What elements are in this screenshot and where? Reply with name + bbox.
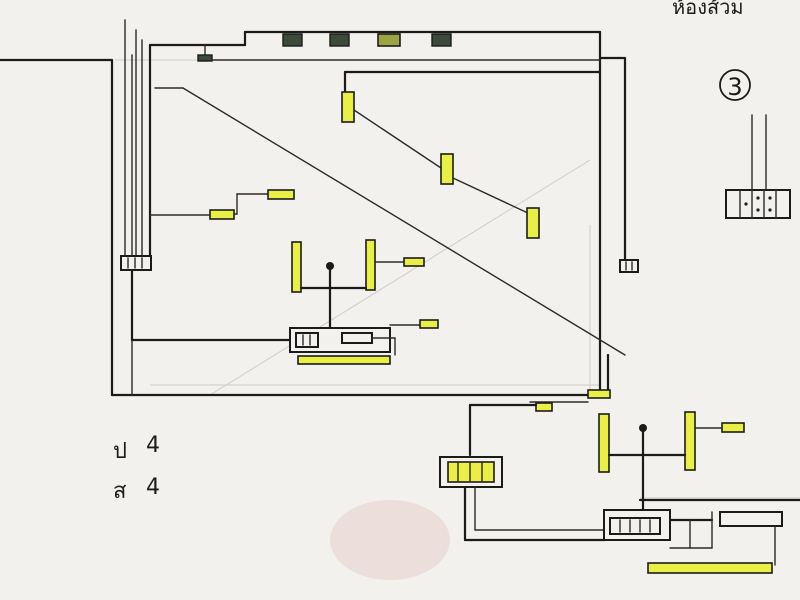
note-1-value: 4 bbox=[146, 433, 160, 458]
room-number-circle bbox=[719, 69, 751, 101]
center-fixtures bbox=[291, 239, 439, 332]
outlet-box-center bbox=[295, 332, 319, 348]
wall-panel-right bbox=[619, 259, 639, 273]
fixture-counter-strip bbox=[297, 355, 391, 365]
fixture-lower-top bbox=[587, 389, 611, 399]
wall-panel-left bbox=[120, 255, 292, 342]
fixture-center-spot-2 bbox=[419, 319, 439, 329]
fixture-left-2 bbox=[267, 189, 295, 200]
fixture-top-1 bbox=[282, 33, 303, 47]
outlet-box-lower bbox=[609, 517, 661, 535]
paper-stain bbox=[330, 500, 450, 580]
sink-lower bbox=[719, 511, 783, 527]
room-number: 3 bbox=[727, 73, 742, 101]
fixture-lower-small bbox=[535, 402, 553, 412]
fixture-left-1 bbox=[209, 209, 235, 220]
fixture-top-2 bbox=[329, 33, 350, 47]
note-2-value: 4 bbox=[146, 475, 160, 500]
fixture-lower-left bbox=[598, 413, 610, 473]
left-fixtures bbox=[149, 189, 295, 220]
note-2-label: ส bbox=[113, 479, 127, 504]
fixture-diag-3 bbox=[526, 207, 540, 239]
notes: ป 4 ส 4 bbox=[113, 433, 160, 504]
fixture-center-right bbox=[365, 239, 376, 291]
note-1-label: ป bbox=[113, 439, 127, 464]
fixture-diag-1 bbox=[341, 91, 355, 123]
fixture-top-4 bbox=[431, 33, 452, 47]
room-3-detail: 3 bbox=[719, 69, 791, 219]
fixture-lower-strip bbox=[647, 562, 773, 574]
top-light-fixtures bbox=[197, 33, 601, 62]
fixture-center-spot bbox=[403, 257, 425, 267]
pencil-guides bbox=[115, 59, 800, 580]
fixture-diag-2 bbox=[440, 153, 454, 185]
junction-box-left bbox=[120, 255, 152, 271]
fixture-center-left bbox=[291, 241, 302, 293]
diagonal-fixtures bbox=[341, 70, 602, 239]
pendant-dot-lower bbox=[639, 424, 647, 432]
corner-label: ห้องส้วม bbox=[672, 0, 744, 19]
sink bbox=[341, 332, 373, 344]
diagonal-run bbox=[154, 87, 626, 356]
room-3-fixture-box bbox=[725, 189, 791, 219]
fixture-small bbox=[197, 54, 213, 62]
fixture-lower-right bbox=[684, 411, 696, 471]
room-outline bbox=[0, 19, 627, 397]
pendant-dot-center bbox=[326, 262, 334, 270]
fixture-lower-spot bbox=[721, 422, 745, 433]
counter-block bbox=[289, 327, 396, 365]
lower-room bbox=[439, 389, 800, 574]
junction-box-right bbox=[619, 259, 639, 273]
